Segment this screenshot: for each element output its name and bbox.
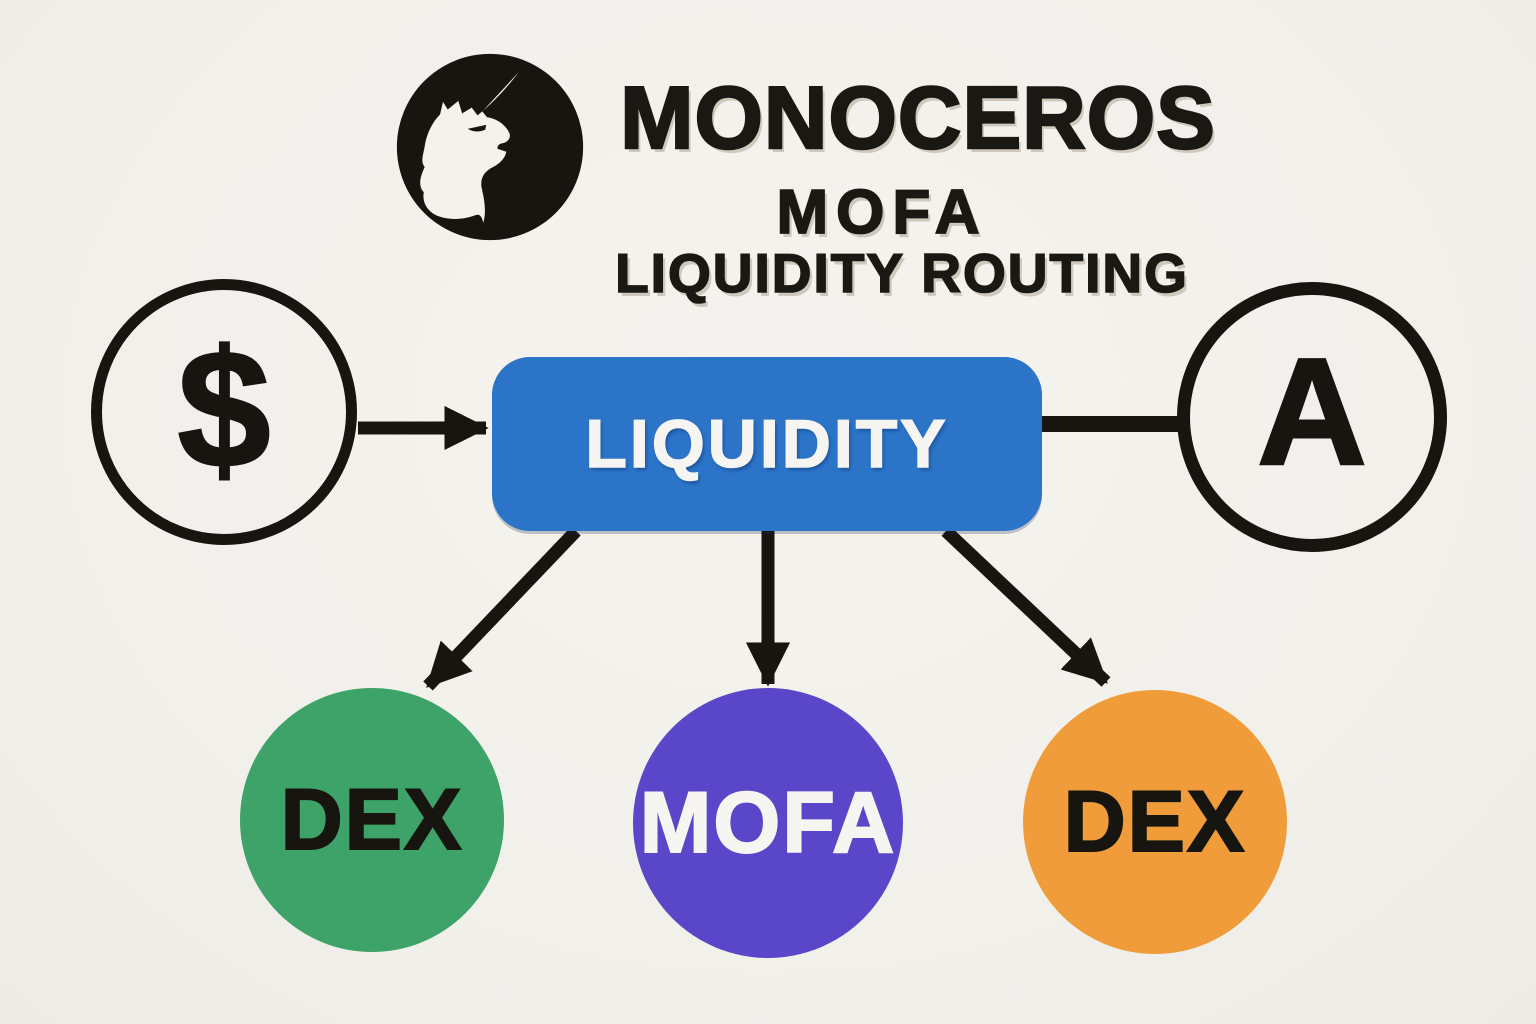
arrow-liquidity-to-dex-left (423, 526, 581, 691)
dex-right-label: DEX (1063, 774, 1247, 870)
mofa-label: MOFA (639, 775, 897, 871)
dex-left-label: DEX (280, 772, 464, 868)
node-dex-right: DEX (1023, 690, 1287, 954)
node-dollar-source: $ (91, 279, 357, 545)
node-asset-a: A (1177, 282, 1447, 552)
asset-a-label: A (1256, 325, 1368, 498)
node-liquidity-hub: LIQUIDITY (492, 357, 1042, 531)
node-mofa: MOFA (633, 688, 903, 958)
dollar-sign-icon: $ (176, 314, 271, 504)
page-title: MONOCEROS (619, 68, 1216, 167)
unicorn-icon (396, 53, 584, 241)
page-tagline: LIQUIDITY ROUTING (614, 242, 1189, 304)
liquidity-hub-label: LIQUIDITY (585, 406, 949, 482)
arrow-liquidity-to-dex-right (941, 526, 1111, 687)
page-subtitle: MOFA (776, 178, 988, 247)
node-dex-left: DEX (240, 688, 504, 952)
